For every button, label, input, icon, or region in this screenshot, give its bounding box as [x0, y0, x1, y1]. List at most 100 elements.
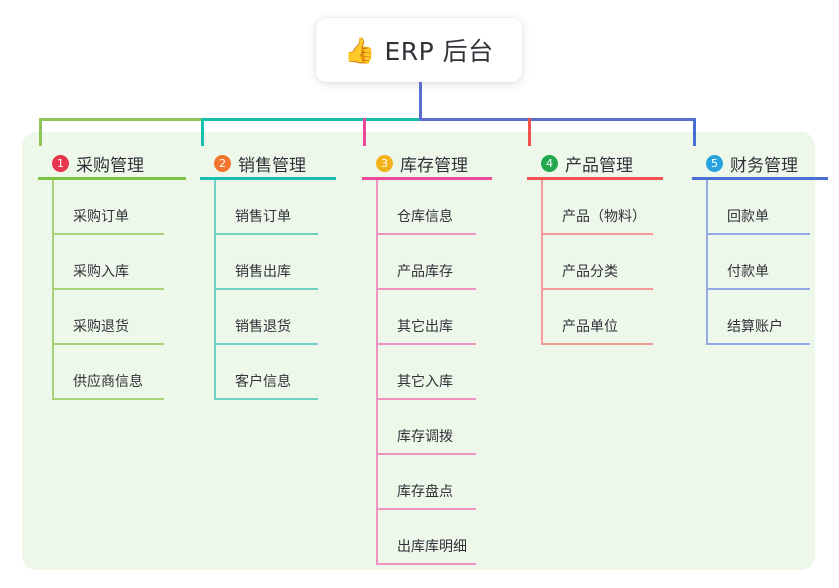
root-node[interactable]: 👍 ERP 后台	[316, 18, 522, 82]
branch-item[interactable]: 结算账户	[692, 290, 828, 345]
branch-drop-2	[201, 118, 204, 146]
branch-title-label: 销售管理	[238, 155, 306, 176]
branch-item-label: 库存调拨	[397, 429, 453, 445]
branch-title-label: 库存管理	[400, 155, 468, 176]
branch-title-rule	[200, 177, 336, 180]
branch-number-badge: 3	[376, 154, 393, 172]
branch-column-5: 5 财务管理回款单付款单结算账户	[692, 146, 828, 345]
branch-item-label: 销售订单	[235, 209, 291, 225]
branch-item[interactable]: 客户信息	[200, 345, 336, 400]
branch-item-label: 客户信息	[235, 374, 291, 390]
branch-item-rule	[376, 233, 476, 235]
diagram-panel	[22, 132, 815, 570]
branch-title-rule	[692, 177, 828, 180]
branch-item-rule	[214, 343, 318, 345]
branch-item[interactable]: 销售退货	[200, 290, 336, 345]
branch-item-label: 销售退货	[235, 319, 291, 335]
branch-item[interactable]: 采购退货	[38, 290, 186, 345]
branch-drop-4	[528, 118, 531, 146]
branch-item-rule	[376, 343, 476, 345]
branch-item-label: 其它出库	[397, 319, 453, 335]
branch-item-label: 供应商信息	[73, 374, 143, 390]
branch-item[interactable]: 销售订单	[200, 180, 336, 235]
branch-item[interactable]: 库存盘点	[362, 455, 492, 510]
branch-item[interactable]: 仓库信息	[362, 180, 492, 235]
branch-header-4[interactable]: 4 产品管理	[527, 146, 663, 180]
branch-drop-3	[363, 118, 366, 146]
root-node-content: 👍 ERP 后台	[344, 32, 493, 68]
branch-item[interactable]: 付款单	[692, 235, 828, 290]
branch-spine	[52, 180, 54, 400]
branch-item-rule	[541, 343, 653, 345]
branch-items: 产品（物料） 产品分类产品单位	[527, 180, 663, 345]
branch-item-label: 产品（物料）	[562, 209, 646, 225]
branch-item-rule	[52, 288, 164, 290]
branch-number-badge: 2	[214, 154, 231, 172]
root-node-label: ERP 后台	[384, 37, 494, 66]
branch-item-rule	[376, 398, 476, 400]
branch-item[interactable]: 产品（物料）	[527, 180, 663, 235]
branch-item-rule	[706, 233, 810, 235]
branch-item[interactable]: 其它出库	[362, 290, 492, 345]
branch-item[interactable]: 其它入库	[362, 345, 492, 400]
branch-items: 采购订单采购入库采购退货供应商信息	[38, 180, 186, 400]
branch-item[interactable]: 产品单位	[527, 290, 663, 345]
branch-item-rule	[214, 233, 318, 235]
branch-item-label: 产品库存	[397, 264, 453, 280]
branch-item-rule	[52, 343, 164, 345]
branch-item-label: 结算账户	[727, 319, 783, 335]
branch-item-label: 产品分类	[562, 264, 618, 280]
branch-header-3[interactable]: 3 库存管理	[362, 146, 492, 180]
branch-item-rule	[376, 508, 476, 510]
branch-item[interactable]: 出库库明细	[362, 510, 492, 565]
branch-number-badge: 1	[52, 154, 69, 172]
branch-item-rule	[52, 233, 164, 235]
branch-item[interactable]: 产品库存	[362, 235, 492, 290]
branch-items: 回款单付款单结算账户	[692, 180, 828, 345]
branch-item[interactable]: 库存调拨	[362, 400, 492, 455]
branch-item[interactable]: 采购订单	[38, 180, 186, 235]
branch-spine	[541, 180, 543, 345]
branch-item-rule	[376, 453, 476, 455]
branch-title-label: 财务管理	[730, 155, 798, 176]
branch-title-rule	[38, 177, 186, 180]
branch-item-label: 仓库信息	[397, 209, 453, 225]
bus-segment-1	[39, 118, 201, 121]
branch-item[interactable]: 销售出库	[200, 235, 336, 290]
branch-number-badge: 4	[541, 154, 558, 172]
branch-item-rule	[706, 288, 810, 290]
branch-items: 销售订单销售出库销售退货客户信息	[200, 180, 336, 400]
branch-title-label: 产品管理	[565, 155, 633, 176]
thumbs-up-icon: 👍	[344, 35, 376, 65]
branch-item-label: 出库库明细	[397, 539, 467, 555]
branch-drop-5	[693, 118, 696, 146]
branch-item-label: 库存盘点	[397, 484, 453, 500]
branch-item[interactable]: 回款单	[692, 180, 828, 235]
branch-item-rule	[52, 398, 164, 400]
branch-number-badge: 5	[706, 154, 723, 172]
branch-item-label: 回款单	[727, 209, 769, 225]
branch-item-rule	[214, 398, 318, 400]
branch-item-rule	[214, 288, 318, 290]
branch-item-label: 产品单位	[562, 319, 618, 335]
branch-drop-1	[39, 118, 42, 146]
branch-title-rule	[362, 177, 492, 180]
branch-item-label: 采购退货	[73, 319, 129, 335]
branch-item-label: 采购入库	[73, 264, 129, 280]
branch-items: 仓库信息产品库存其它出库其它入库库存调拨库存盘点出库库明细	[362, 180, 492, 565]
branch-column-3: 3 库存管理仓库信息产品库存其它出库其它入库库存调拨库存盘点出库库明细	[362, 146, 492, 565]
branch-title-label: 采购管理	[76, 155, 144, 176]
branch-item-rule	[376, 563, 476, 565]
branch-item[interactable]: 产品分类	[527, 235, 663, 290]
branch-header-5[interactable]: 5 财务管理	[692, 146, 828, 180]
branch-item[interactable]: 采购入库	[38, 235, 186, 290]
branch-item-rule	[541, 288, 653, 290]
branch-spine	[376, 180, 378, 565]
branch-item[interactable]: 供应商信息	[38, 345, 186, 400]
branch-item-label: 销售出库	[235, 264, 291, 280]
branch-item-label: 其它入库	[397, 374, 453, 390]
branch-item-rule	[706, 343, 810, 345]
branch-header-1[interactable]: 1 采购管理	[38, 146, 186, 180]
branch-header-2[interactable]: 2 销售管理	[200, 146, 336, 180]
